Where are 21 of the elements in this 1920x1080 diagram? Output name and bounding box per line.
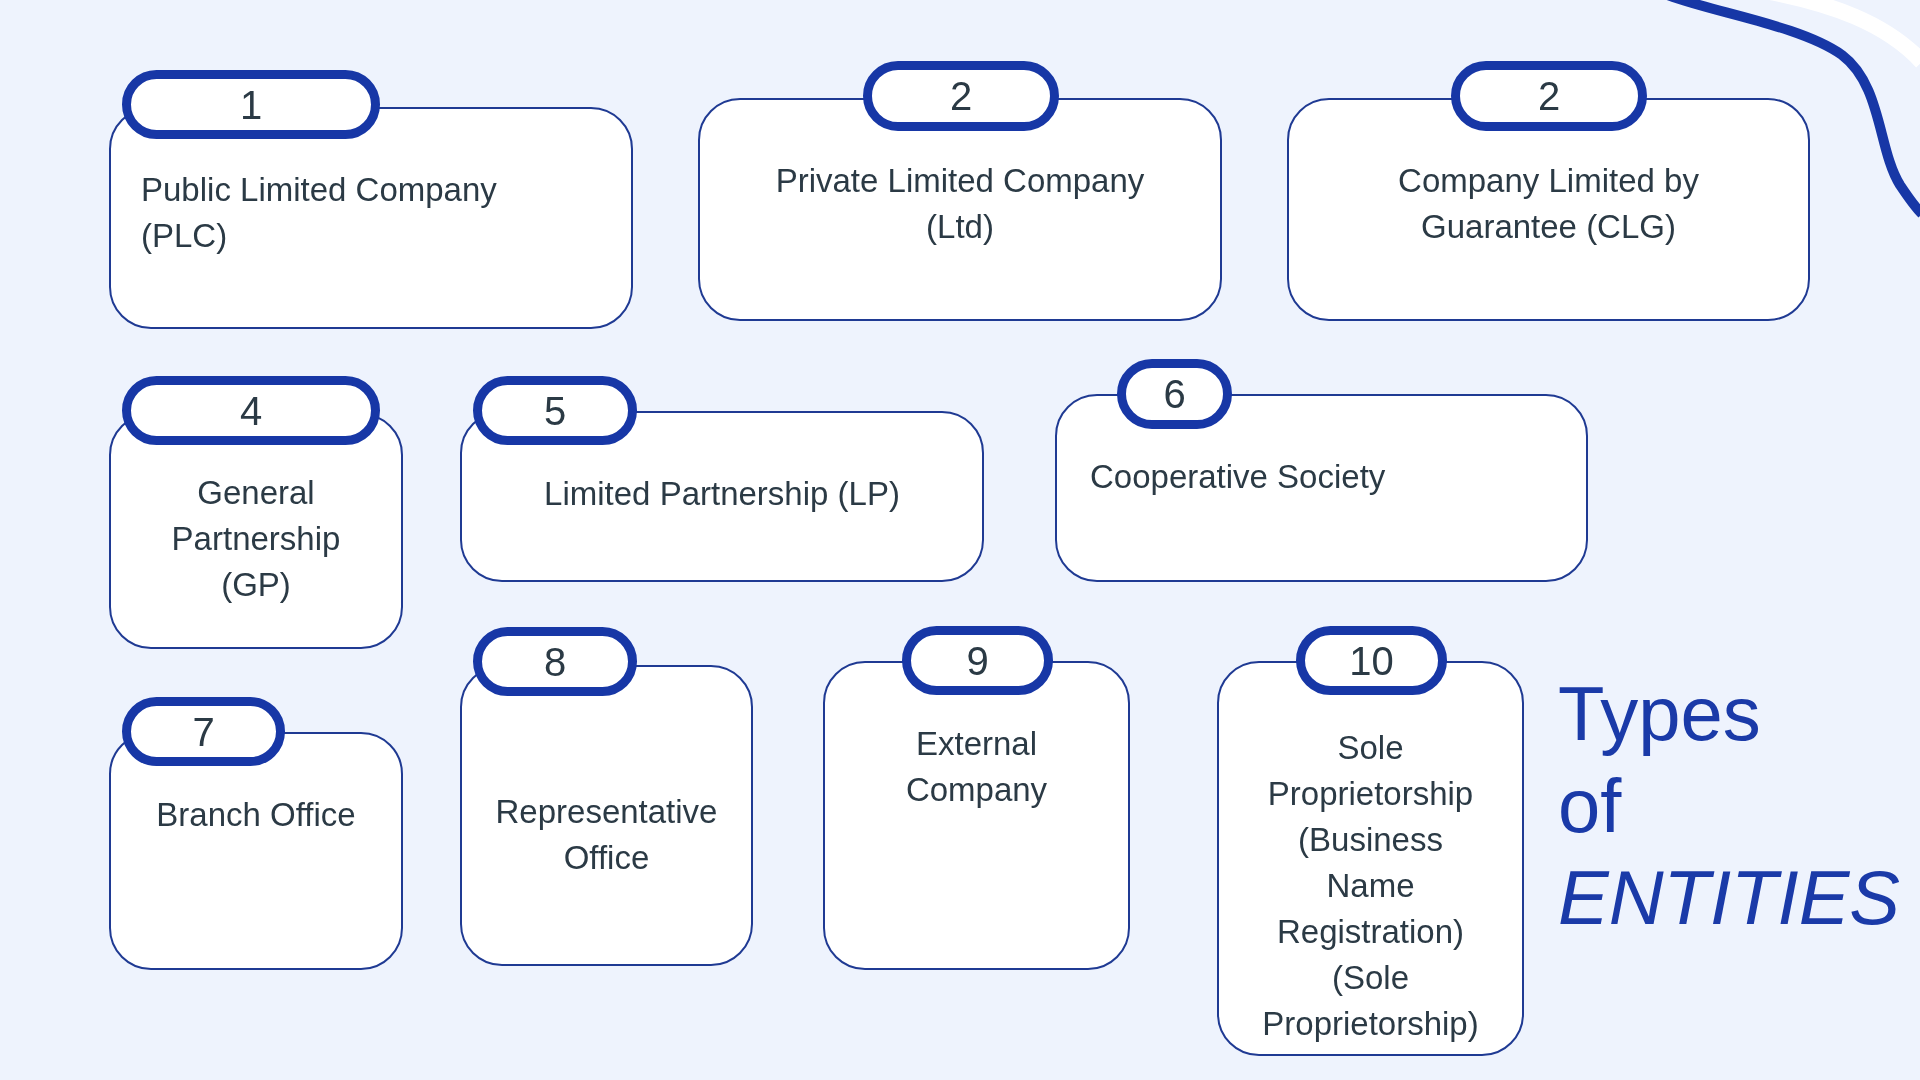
entity-name: Representative Office <box>494 792 719 878</box>
entity-name: Sole Proprietorship (Business Name Registration) (Sole Proprietorship) <box>1261 728 1480 1044</box>
entity-name: Private Limited Company (Ltd) <box>774 161 1146 247</box>
entity-name: Branch Office <box>155 795 357 835</box>
number-badge: 5 <box>473 376 637 445</box>
entity-name: Cooperative Society <box>1090 457 1387 497</box>
entity-name: General Partnership (GP) <box>170 473 342 605</box>
entity-name: Company Limited by Guarantee (CLG) <box>1397 161 1700 247</box>
number-badge: 6 <box>1117 359 1232 429</box>
entity-name: External Company <box>904 724 1049 810</box>
number-badge: 4 <box>122 376 380 445</box>
entity-name: Public Limited Company (PLC) <box>141 170 498 256</box>
number-badge: 1 <box>122 70 380 139</box>
number-badge: 8 <box>473 627 637 696</box>
entity-name: Limited Partnership (LP) <box>543 474 901 514</box>
number-badge: 2 <box>863 61 1059 131</box>
page-title: Types of ENTITIES <box>1558 670 1901 942</box>
number-badge: 9 <box>902 626 1053 695</box>
number-badge: 7 <box>122 697 285 766</box>
number-badge: 2 <box>1451 61 1647 131</box>
number-badge: 10 <box>1296 626 1447 695</box>
